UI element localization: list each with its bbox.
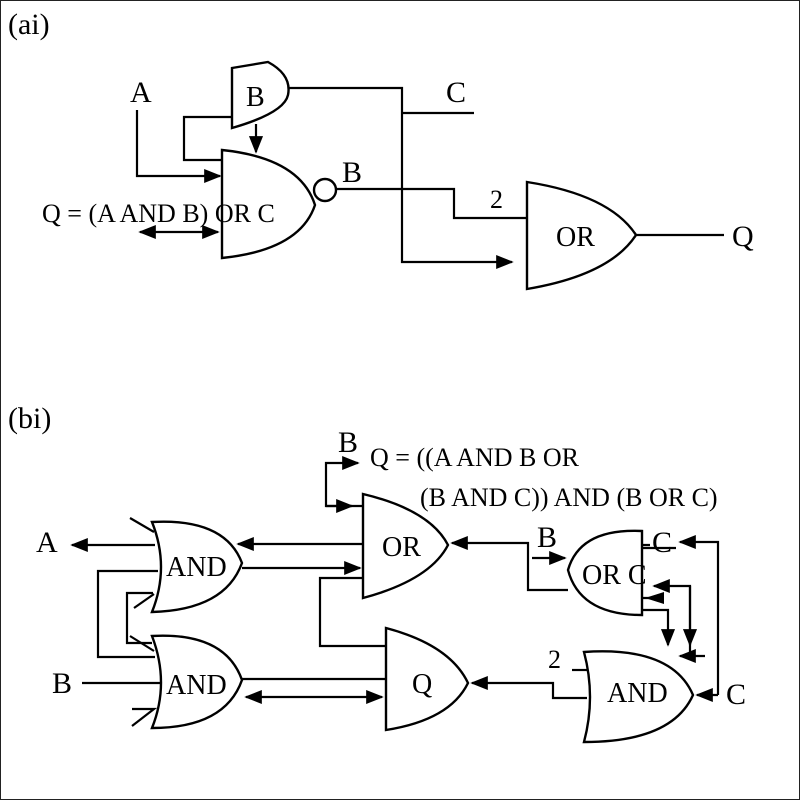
- or-gate-center: [361, 492, 450, 600]
- wire-or-c-to-and-right: [642, 608, 676, 647]
- wire-small-to-or: [288, 86, 514, 270]
- equation-bi-line1: Q = ((A AND B OR: [370, 443, 580, 472]
- equation-bi-line2: (B AND C)) AND (B OR C): [420, 483, 718, 512]
- q-gate: [384, 626, 470, 732]
- panel-bi: (bi) B Q = ((A AND B OR (B AND C)) AND (…: [8, 402, 746, 744]
- main-nand-gate: [220, 148, 317, 260]
- or-c-gate: [566, 529, 644, 617]
- input-b-label: B: [52, 667, 72, 700]
- output-b-label: B: [342, 156, 362, 189]
- input-a-label: A: [130, 76, 152, 109]
- top-b-label: B: [338, 426, 358, 459]
- wire-a-input: [135, 110, 222, 184]
- wire-c-right-up: [678, 534, 720, 695]
- wire-or-to-q: [318, 576, 386, 648]
- small-b-gate-label: B: [246, 82, 265, 113]
- wire-loop-outer: [96, 569, 158, 659]
- and-gate-bottom-label: AND: [166, 670, 227, 701]
- wire-and-right-to-q: [470, 675, 587, 700]
- or-c-input-c-label: C: [652, 526, 672, 559]
- or-gate-center-label: OR: [382, 532, 421, 563]
- or-gate-ai: [525, 180, 638, 291]
- wire-b-loop: [324, 455, 362, 508]
- output-q-label: Q: [732, 220, 754, 253]
- and-gate-bottom: [150, 634, 244, 730]
- wire-nand-to-or: [336, 187, 527, 220]
- stub-bottom-and-1: [129, 635, 155, 652]
- or-c-input-b-label: B: [537, 521, 557, 554]
- wire-b-feedback: [182, 115, 232, 162]
- and-gate-right-label: AND: [607, 678, 668, 709]
- and-gate-right: [582, 650, 695, 744]
- small-b-gate: [230, 60, 290, 130]
- output-a-label: A: [36, 526, 58, 559]
- input-c-right-label: C: [726, 678, 746, 711]
- stub-top-and-1: [129, 517, 155, 533]
- panel-label-bi: (bi): [8, 402, 51, 435]
- and-gate-top-label: AND: [166, 552, 227, 583]
- q-gate-label: Q: [412, 669, 432, 700]
- or-gate-ai-label: OR: [556, 222, 595, 253]
- or-input-2-label: 2: [490, 185, 503, 214]
- input-c-label: C: [446, 76, 466, 109]
- wire-or-c-to-or-center: [450, 535, 568, 592]
- and-gate-top: [150, 520, 244, 614]
- or-c-gate-label: OR C: [582, 560, 647, 591]
- stub-top-and-2: [133, 593, 155, 609]
- panel-label-ai: (ai): [8, 8, 50, 41]
- and-right-input-2-label: 2: [548, 645, 561, 674]
- or-c-stub-arrowhead: [645, 592, 664, 604]
- inversion-bubble: [312, 177, 338, 203]
- wire-or-c-c-stub: [642, 543, 676, 550]
- stub-bottom-and-2: [131, 707, 158, 727]
- equation-ai: Q = (A AND B) OR C: [42, 199, 275, 228]
- panel-ai: (ai) B A Q = (A AND B) OR C B C 2 OR Q: [8, 8, 754, 291]
